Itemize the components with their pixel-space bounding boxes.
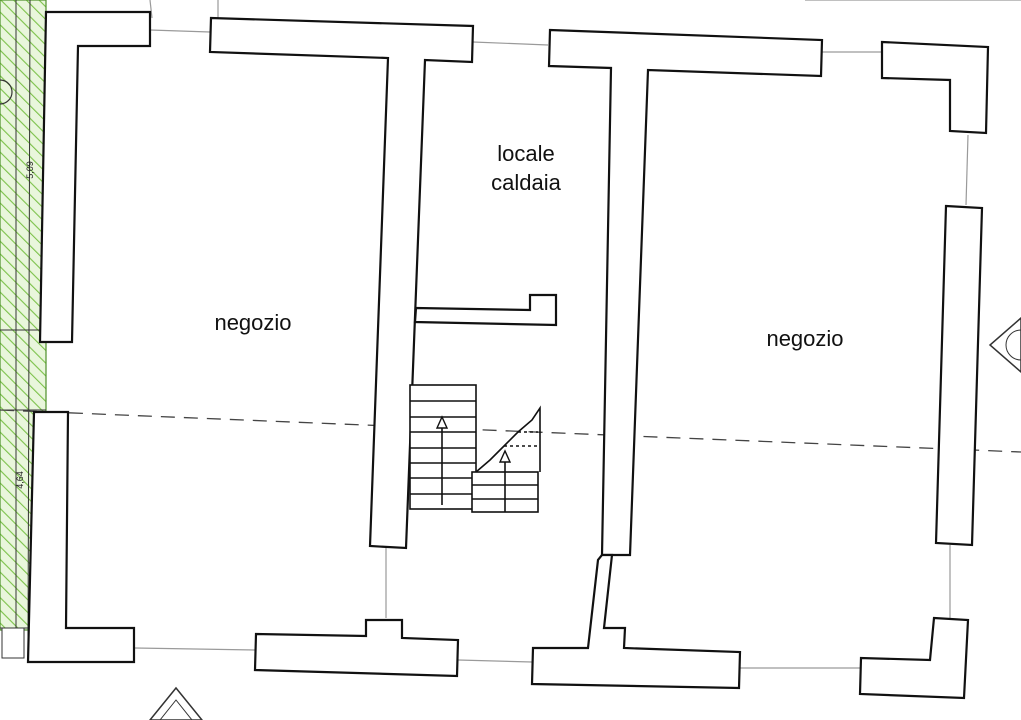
- wall-t-center: [547, 28, 824, 557]
- dimension-label-lower: 4,64: [15, 471, 25, 489]
- wall-center-lower: [530, 553, 742, 690]
- wall-t-left: [208, 16, 475, 550]
- outline-lines: [59, 0, 1021, 669]
- wall-corner-top-right: [880, 40, 990, 135]
- wall-bottom-middle: [253, 618, 460, 678]
- room-label-boiler-line1: locale: [497, 141, 554, 166]
- dimension-label-upper: 5,09: [25, 161, 35, 179]
- staircase: [409, 384, 541, 513]
- section-marker-right-icon: [988, 317, 1021, 373]
- wall-left-upper: [38, 10, 152, 344]
- room-label-boiler-line2: caldaia: [491, 170, 561, 195]
- stair-arrow-up-icon: [435, 415, 449, 505]
- wall-boiler-ledge: [413, 293, 558, 327]
- wall-right-vertical: [934, 204, 984, 547]
- room-label-right-shop: negozio: [766, 326, 843, 351]
- section-marker-bottom-icon: [149, 686, 203, 720]
- section-axis-line: [0, 409, 1021, 453]
- green-hatched-strip: [0, 0, 47, 659]
- room-label-left-shop: negozio: [214, 310, 291, 335]
- wall-corner-bottom-right: [858, 616, 970, 700]
- wall-left-lower: [26, 410, 136, 664]
- stair-arrow-up-icon: [498, 449, 512, 512]
- walls: [26, 10, 990, 700]
- edge-marker-icon: [0, 79, 13, 105]
